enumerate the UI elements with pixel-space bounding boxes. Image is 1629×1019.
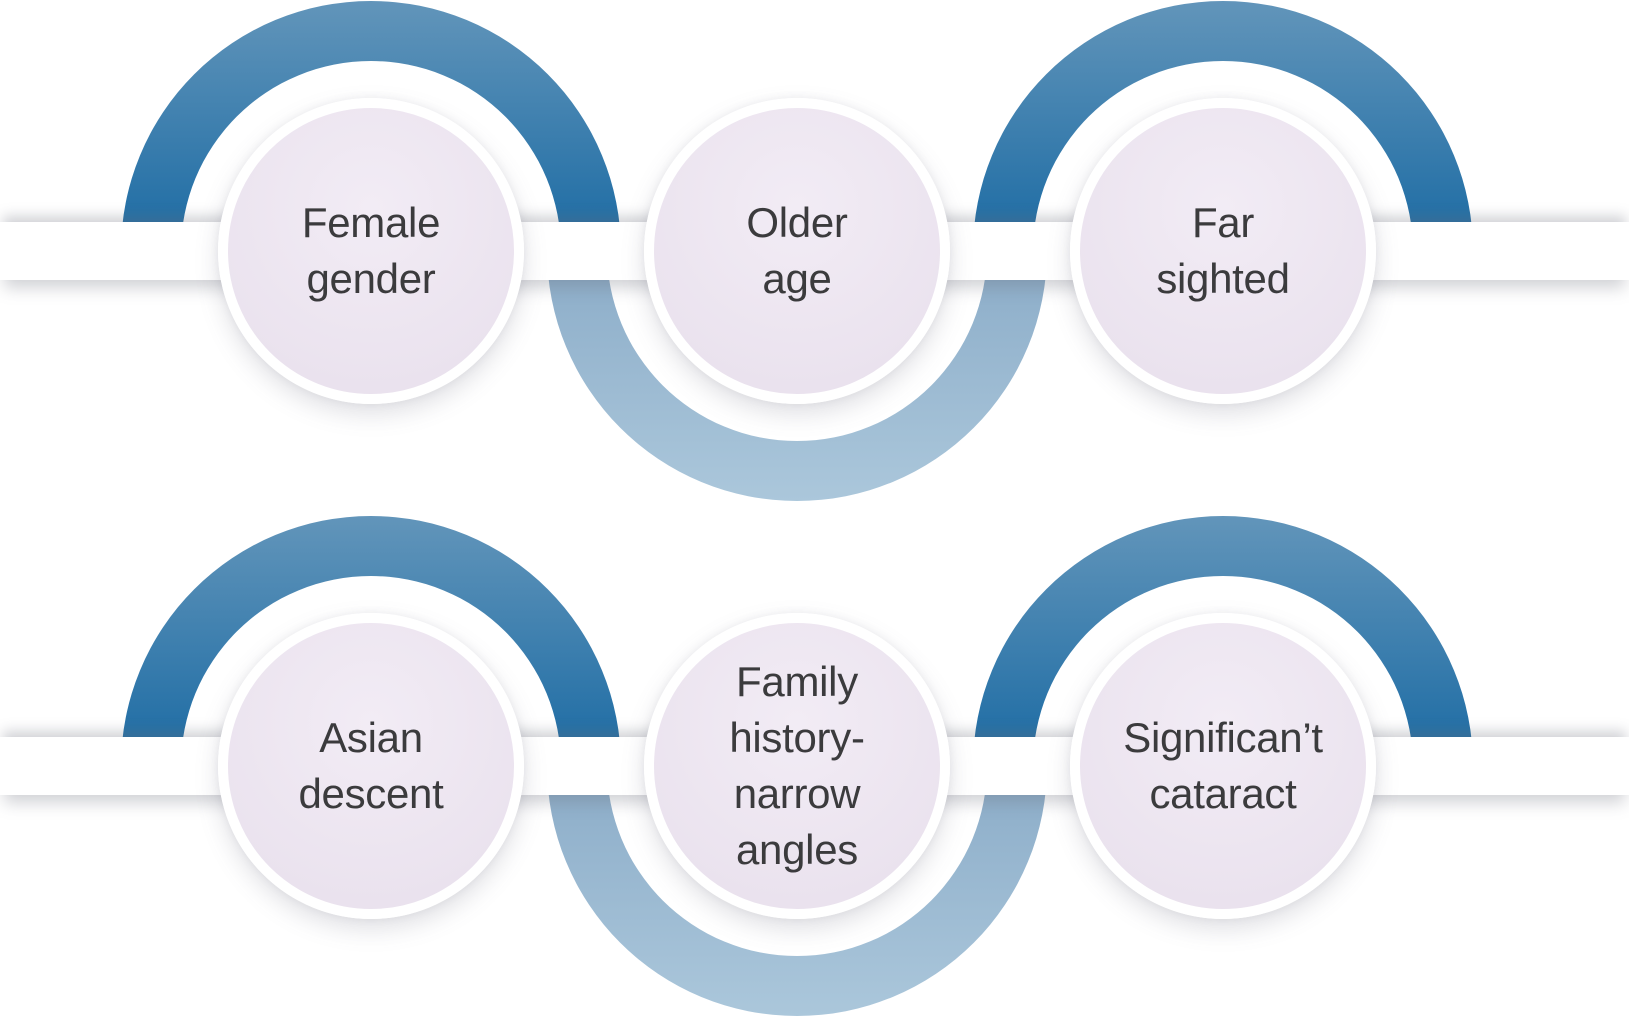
node-female-gender: Female gender bbox=[218, 98, 524, 404]
node-label-female-gender: Female gender bbox=[301, 199, 441, 302]
node-significant-cataract: Significan’t cataract bbox=[1070, 613, 1376, 919]
dark-arc-above-significant-cataract bbox=[973, 516, 1473, 766]
dark-arc-above-female-gender bbox=[121, 1, 621, 251]
node-label-significant-cataract: Significan’t cataract bbox=[1123, 714, 1323, 817]
light-arc-below-family-history bbox=[547, 766, 1047, 1016]
node-asian-descent: Asian descent bbox=[218, 613, 524, 919]
dark-arc-above-far-sighted bbox=[973, 1, 1473, 251]
node-label-far-sighted: Far sighted bbox=[1156, 199, 1290, 302]
node-label-older-age: Older age bbox=[746, 199, 848, 302]
node-family-history-narrow-angles: Family history- narrow angles bbox=[644, 613, 950, 919]
node-label-asian-descent: Asian descent bbox=[298, 714, 444, 817]
node-label-family-history-narrow-angles: Family history- narrow angles bbox=[729, 658, 865, 873]
node-older-age: Older age bbox=[644, 98, 950, 404]
light-arc-below-older-age bbox=[547, 251, 1047, 501]
dark-arc-above-asian-descent bbox=[121, 516, 621, 766]
node-far-sighted: Far sighted bbox=[1070, 98, 1376, 404]
